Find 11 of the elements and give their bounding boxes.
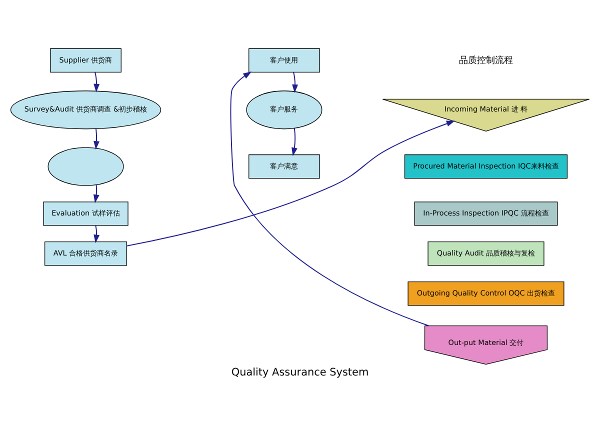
arrow — [292, 71, 298, 92]
arrow — [94, 128, 100, 150]
caption: Quality Assurance System — [231, 366, 369, 378]
arrow — [126, 120, 455, 246]
arrow — [94, 224, 100, 243]
node-ellipse — [48, 146, 124, 186]
arrow — [94, 71, 100, 92]
arrow — [230, 71, 430, 326]
arrow — [292, 127, 298, 156]
arrow — [93, 184, 100, 203]
label: 品质控制流程 — [458, 54, 513, 66]
